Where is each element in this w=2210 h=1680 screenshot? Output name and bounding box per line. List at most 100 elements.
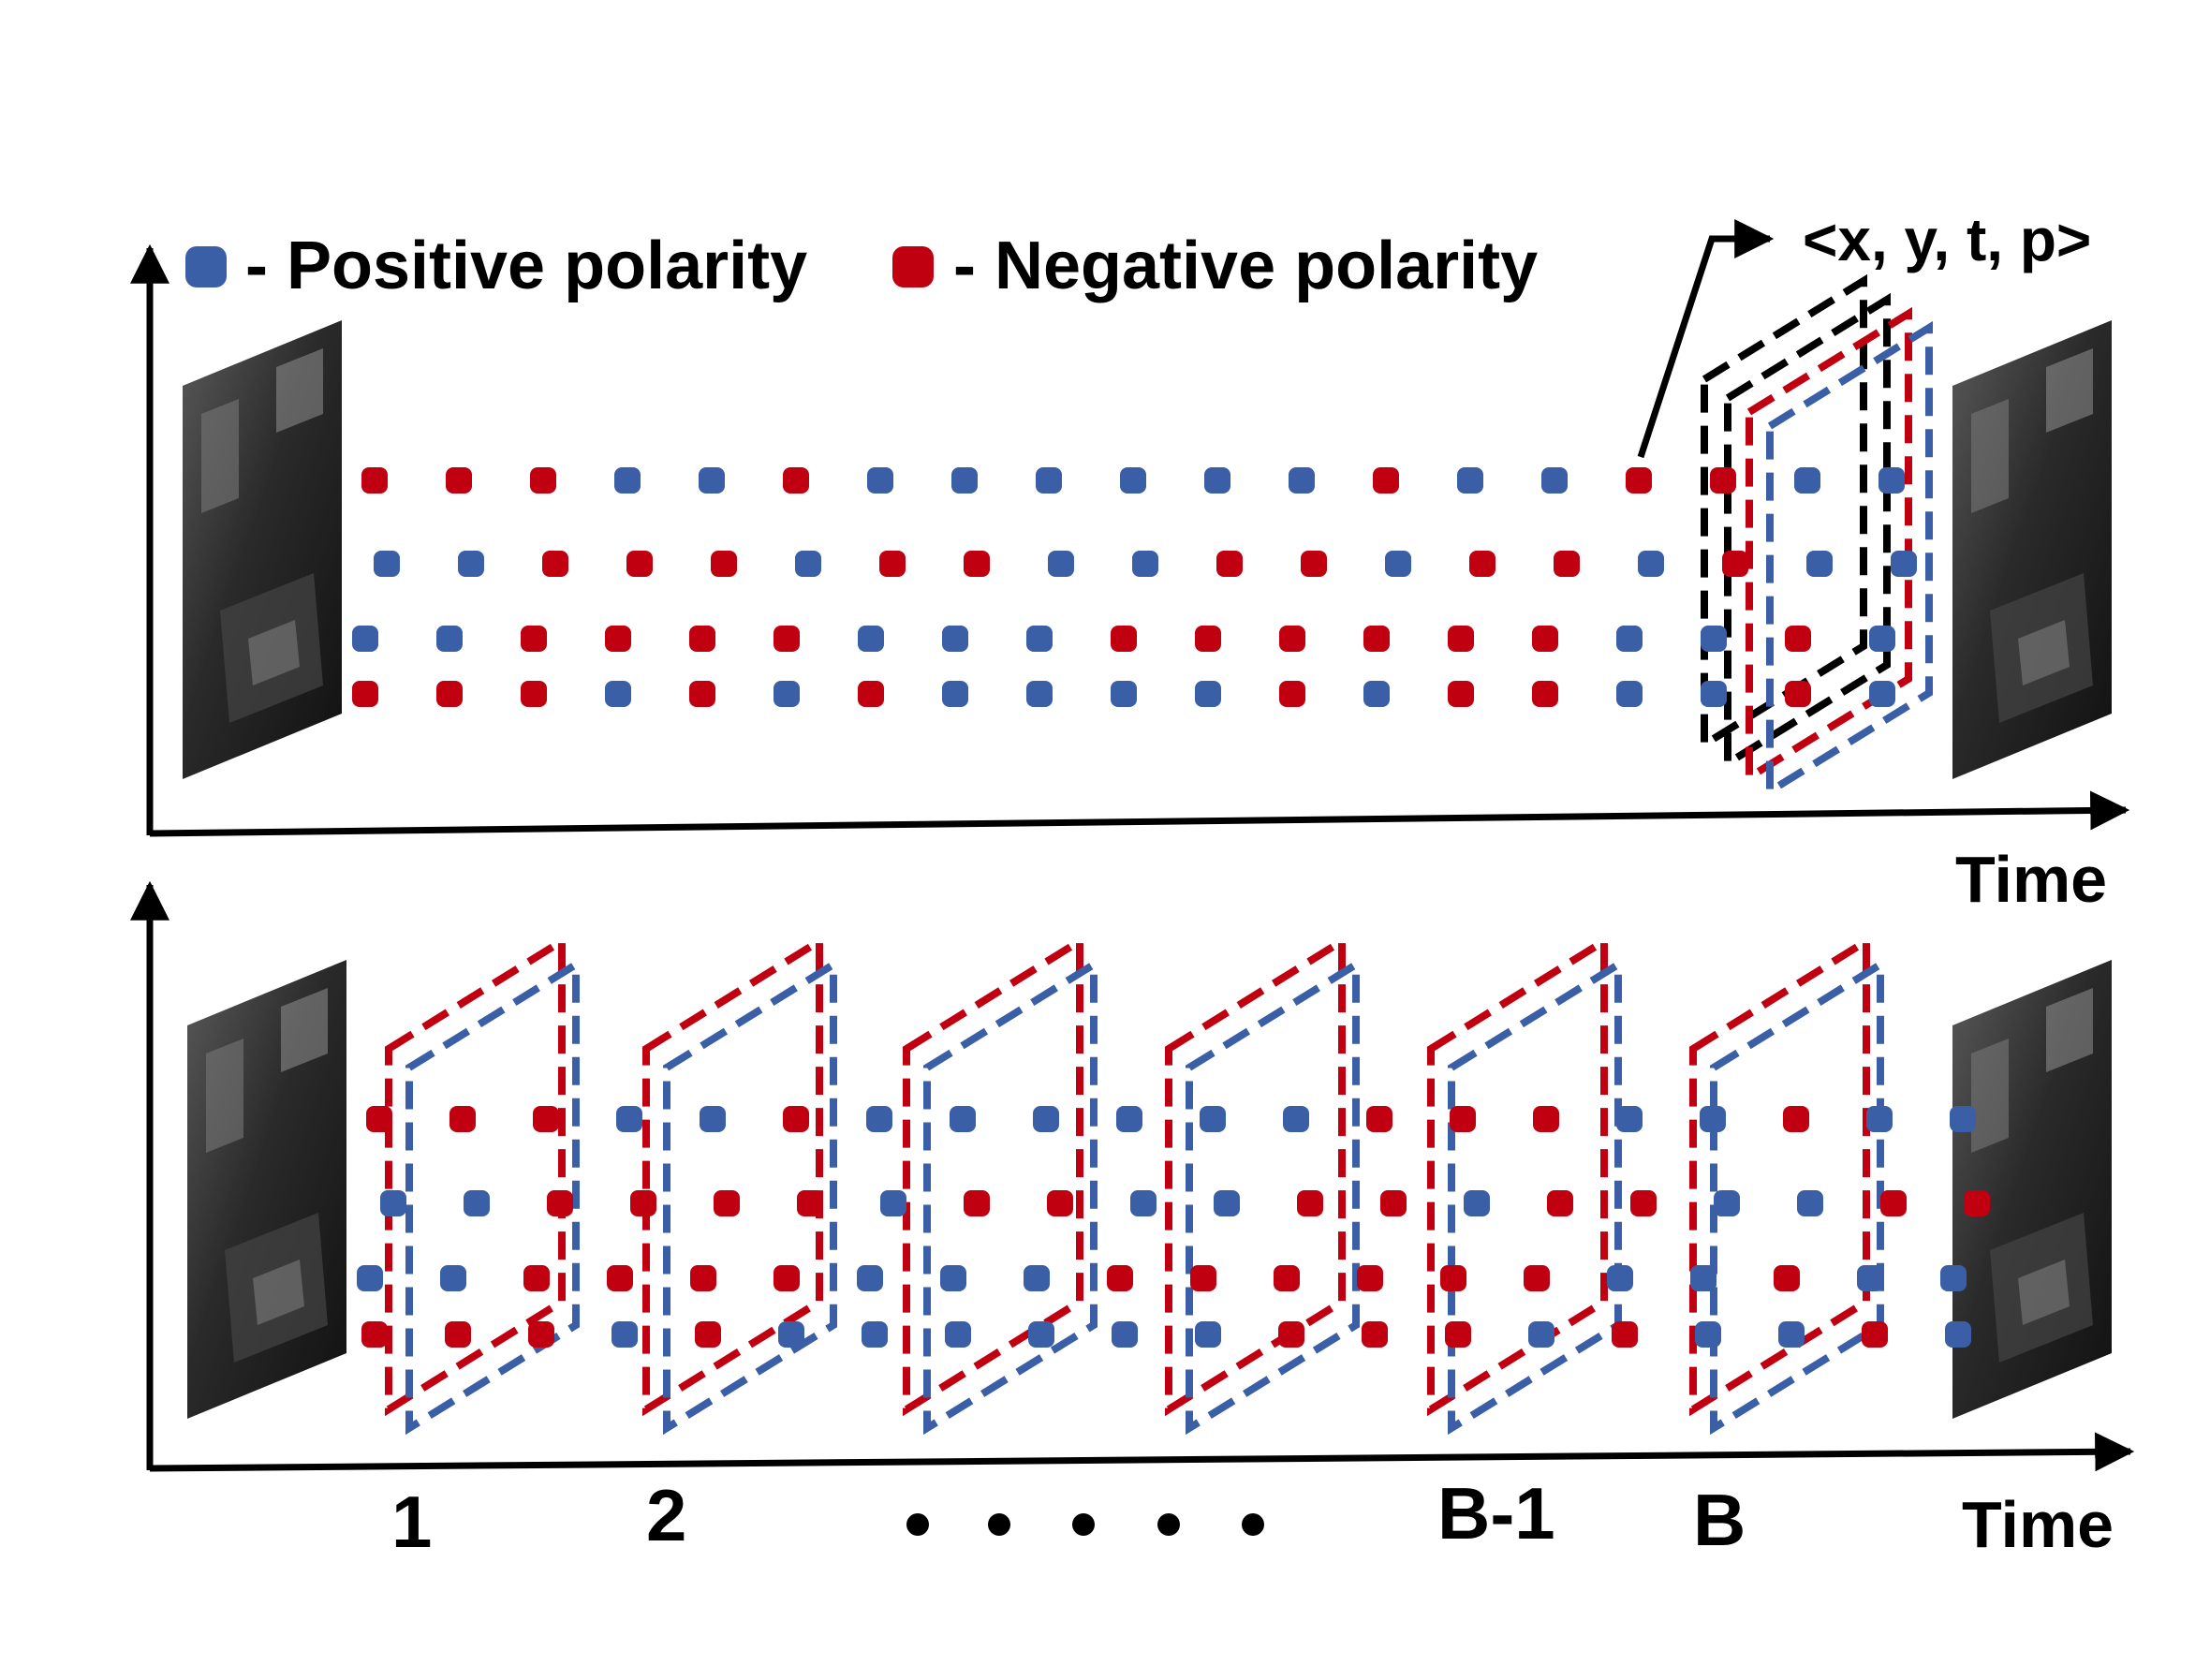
top-plane-black-1 — [1701, 273, 1867, 752]
positive-event-dot — [1464, 1190, 1490, 1216]
negative-event-dot — [523, 1265, 550, 1291]
positive-event-dot — [436, 626, 463, 652]
positive-event-dot — [945, 1321, 971, 1348]
negative-event-dot — [783, 1106, 809, 1132]
negative-event-dot — [530, 467, 556, 494]
positive-event-dot — [950, 1106, 976, 1132]
bin-2-plane-blue — [663, 957, 837, 1436]
bottom-time-label: Time — [1962, 1488, 2114, 1561]
negative-event-dot — [1373, 467, 1399, 494]
positive-event-dot — [1028, 1321, 1054, 1348]
negative-event-dot — [1278, 1321, 1304, 1348]
bin-4-plane-red — [1165, 934, 1346, 1417]
negative-event-dot — [690, 1265, 716, 1291]
top-event-planes — [1701, 273, 1933, 799]
top-x-axis — [149, 790, 2130, 837]
negative-event-dot — [1440, 1265, 1466, 1291]
negative-event-dot — [1047, 1190, 1073, 1216]
negative-event-dot — [1964, 1190, 1990, 1216]
positive-event-dot — [1616, 681, 1643, 707]
negative-event-dot — [1450, 1106, 1476, 1132]
positive-legend-label: - Positive polarity — [245, 228, 807, 303]
positive-event-dot — [858, 626, 884, 652]
negative-event-dot — [607, 1265, 633, 1291]
bottom-event-stream — [357, 1106, 1990, 1348]
negative-event-dot — [1448, 626, 1474, 652]
positive-event-dot — [1283, 1106, 1309, 1132]
positive-event-dot — [1638, 551, 1664, 577]
positive-event-dot — [616, 1106, 642, 1132]
frame-image-bottom-right — [1952, 960, 2112, 1419]
positive-event-dot — [778, 1321, 804, 1348]
negative-event-dot — [1547, 1190, 1573, 1216]
negative-event-dot — [964, 1190, 990, 1216]
negative-event-dot — [1612, 1321, 1638, 1348]
positive-event-dot — [1616, 1106, 1643, 1132]
bin-4-plane-blue — [1186, 957, 1360, 1436]
positive-event-dot — [614, 467, 641, 494]
bottom-binned-planes — [385, 934, 1884, 1436]
negative-event-dot — [361, 467, 388, 494]
positive-event-dot — [867, 467, 893, 494]
positive-event-dot — [1945, 1321, 1971, 1348]
negative-event-dot — [521, 681, 547, 707]
positive-event-dot — [1869, 681, 1895, 707]
negative-event-dot — [352, 681, 378, 707]
positive-event-dot — [1195, 1321, 1221, 1348]
negative-event-dot — [1279, 626, 1305, 652]
bin-label-b-minus-1: B-1 — [1437, 1472, 1555, 1555]
negative-event-dot — [1626, 467, 1652, 494]
bin-3-plane-blue — [923, 957, 1098, 1436]
negative-event-dot — [1880, 1190, 1907, 1216]
negative-event-dot — [1448, 681, 1474, 707]
negative-event-dot — [1107, 1265, 1133, 1291]
negative-event-dot — [774, 1265, 800, 1291]
negative-event-dot — [964, 551, 990, 577]
negative-event-dot — [366, 1106, 392, 1132]
frame-image-top-right — [1952, 320, 2112, 779]
negative-event-dot — [1469, 551, 1495, 577]
negative-event-dot — [797, 1190, 823, 1216]
negative-event-dot — [1279, 681, 1305, 707]
positive-event-dot — [1616, 626, 1643, 652]
negative-event-dot — [521, 626, 547, 652]
positive-event-dot — [1891, 551, 1917, 577]
positive-event-dot — [374, 551, 400, 577]
negative-event-dot — [436, 681, 463, 707]
negative-event-dot — [1445, 1321, 1471, 1348]
negative-event-dot — [1274, 1265, 1300, 1291]
negative-event-dot — [1710, 467, 1736, 494]
negative-event-dot — [533, 1106, 559, 1132]
negative-event-dot — [1301, 551, 1327, 577]
positive-event-dot — [1048, 551, 1074, 577]
top-plane-blue — [1766, 320, 1933, 799]
positive-event-dot — [1950, 1106, 1976, 1132]
negative-event-dot — [1524, 1265, 1550, 1291]
bin-label-1: 1 — [391, 1481, 432, 1563]
negative-event-dot — [605, 626, 631, 652]
frame-image-bottom-left — [187, 960, 346, 1419]
positive-event-dot — [699, 467, 725, 494]
positive-event-dot — [1132, 551, 1158, 577]
negative-event-dot — [695, 1321, 721, 1348]
top-plane-red — [1746, 306, 1912, 785]
negative-event-dot — [1532, 626, 1558, 652]
positive-event-dot — [1111, 681, 1137, 707]
negative-event-dot — [711, 551, 737, 577]
positive-event-dot — [1214, 1190, 1240, 1216]
negative-event-dot — [361, 1321, 388, 1348]
negative-event-dot — [1195, 626, 1221, 652]
positive-event-dot — [1690, 1265, 1716, 1291]
negative-event-dot — [1297, 1190, 1323, 1216]
positive-event-dot — [880, 1190, 906, 1216]
positive-event-dot — [1120, 467, 1146, 494]
frame-image-top-left — [183, 320, 342, 779]
negative-event-dot — [445, 1321, 471, 1348]
negative-legend-label: - Negative polarity — [953, 228, 1538, 303]
positive-event-dot — [1033, 1106, 1059, 1132]
negative-event-dot — [1774, 1265, 1800, 1291]
positive-event-dot — [1869, 626, 1895, 652]
negative-event-dot — [1366, 1106, 1392, 1132]
positive-event-dot — [1112, 1321, 1138, 1348]
negative-event-dot — [1216, 551, 1243, 577]
